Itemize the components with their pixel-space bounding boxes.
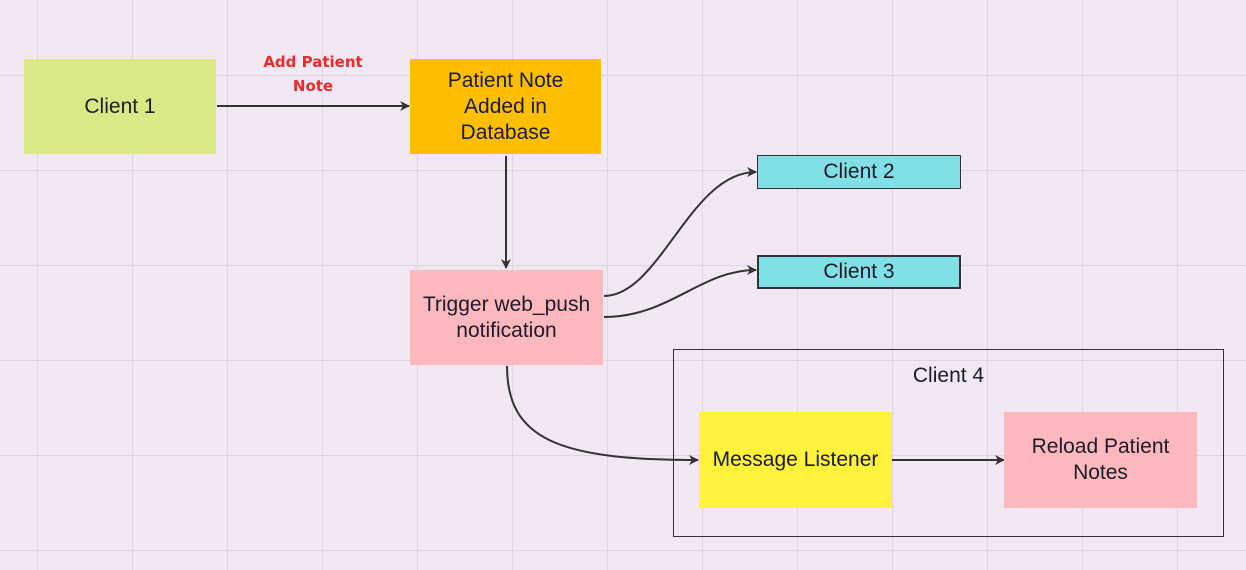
edge-label-add-patient-note: Add Patient Note	[263, 53, 363, 95]
container-client-4[interactable]: Client 4	[673, 349, 1224, 537]
node-reload-patient-notes[interactable]: Reload Patient Notes	[1004, 412, 1197, 508]
node-client-2[interactable]: Client 2	[757, 155, 961, 189]
arrow-trigger-to-client3[interactable]	[603, 265, 757, 318]
node-client-3[interactable]: Client 3	[757, 255, 961, 289]
arrow-trigger-to-listener[interactable]	[506, 365, 699, 465]
container-client-4-title: Client 4	[912, 364, 985, 387]
node-client-1[interactable]: Client 1	[24, 59, 216, 154]
node-patient-note-added[interactable]: Patient Note Added in Database	[410, 59, 601, 154]
node-message-listener[interactable]: Message Listener	[699, 412, 892, 508]
arrow-trigger-to-client2[interactable]	[603, 167, 757, 297]
node-trigger-web-push[interactable]: Trigger web_push notification	[410, 270, 603, 365]
